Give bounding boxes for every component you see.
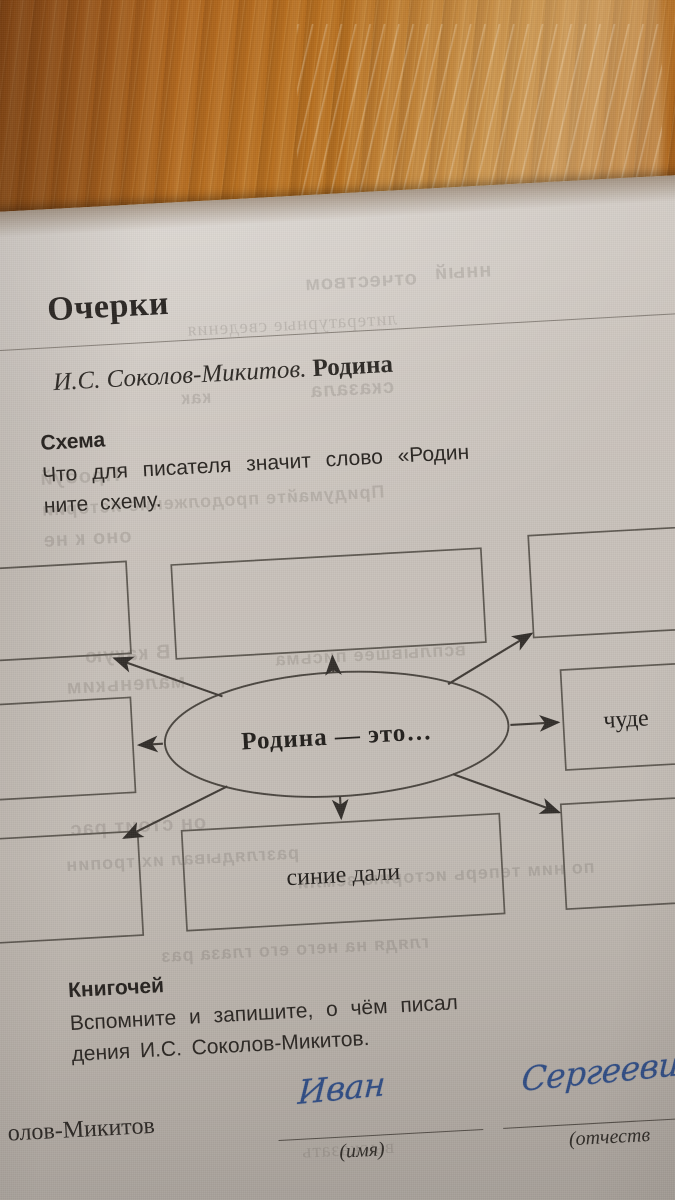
diagram-box-mid-right[interactable] xyxy=(559,656,675,771)
schema-task-text: Что для писателя значит слово «Родин нит… xyxy=(41,422,675,522)
section-heading: Очерки xyxy=(46,284,170,329)
diagram-arrow-to-top-right xyxy=(447,632,534,686)
bleed-text: нный xyxy=(433,259,492,285)
work-byline: И.С. Соколов-Микитов. Родина xyxy=(53,351,394,397)
diagram-arrow-to-top-center xyxy=(325,654,342,676)
textbook-page: отчеством нный литературные сведения ска… xyxy=(0,171,675,1200)
diagram-box-bottom-center[interactable] xyxy=(180,812,506,932)
work-title: Родина xyxy=(311,350,394,383)
diagram-box-top-center[interactable] xyxy=(170,547,487,660)
diagram-box-mid-left[interactable] xyxy=(0,696,137,806)
diagram-arrow-to-mid-right xyxy=(510,714,561,732)
diagram-arrow-to-bottom-center xyxy=(331,796,349,821)
diagram-box-bottom-right[interactable] xyxy=(559,790,675,911)
diagram-box-bottom-left[interactable] xyxy=(0,830,145,948)
diagram-label-mid-right: чуде xyxy=(603,705,650,733)
diagram-box-top-left[interactable] xyxy=(0,560,132,667)
page-content: отчеством нный литературные сведения ска… xyxy=(0,175,675,1200)
diagram-arrow-to-bottom-right xyxy=(452,773,562,814)
diagram-center-label: Родина — это… xyxy=(241,718,433,755)
bleed-text: отчеством xyxy=(303,267,418,296)
diagram-arrow-to-bottom-left xyxy=(122,785,228,839)
cluster-diagram: Родина — это… чуде синие дали xyxy=(0,512,675,965)
diagram-arrow-to-mid-left xyxy=(136,735,163,753)
diagram-label-bottom-center: синие дали xyxy=(286,859,401,891)
diagram-box-top-right[interactable] xyxy=(527,521,675,639)
diagram-arrow-to-top-left xyxy=(112,656,223,698)
fill-in-name-row: олов-Микитов Иван (имя) Сергеевич (отчес… xyxy=(7,1042,675,1200)
schema-label: Схема xyxy=(39,428,106,455)
bleed-text: литературные сведения xyxy=(186,308,398,341)
patronymic-caption: (отчеств xyxy=(568,1123,651,1151)
knigochey-label: Книгочей xyxy=(67,974,165,1003)
author-initials: И.С. Соколов-Микитов. xyxy=(52,355,308,397)
printed-surname: олов-Микитов xyxy=(7,1112,156,1147)
first-name-caption: (имя) xyxy=(338,1138,386,1163)
diagram-svg: Родина — это… чуде синие дали xyxy=(0,521,675,948)
